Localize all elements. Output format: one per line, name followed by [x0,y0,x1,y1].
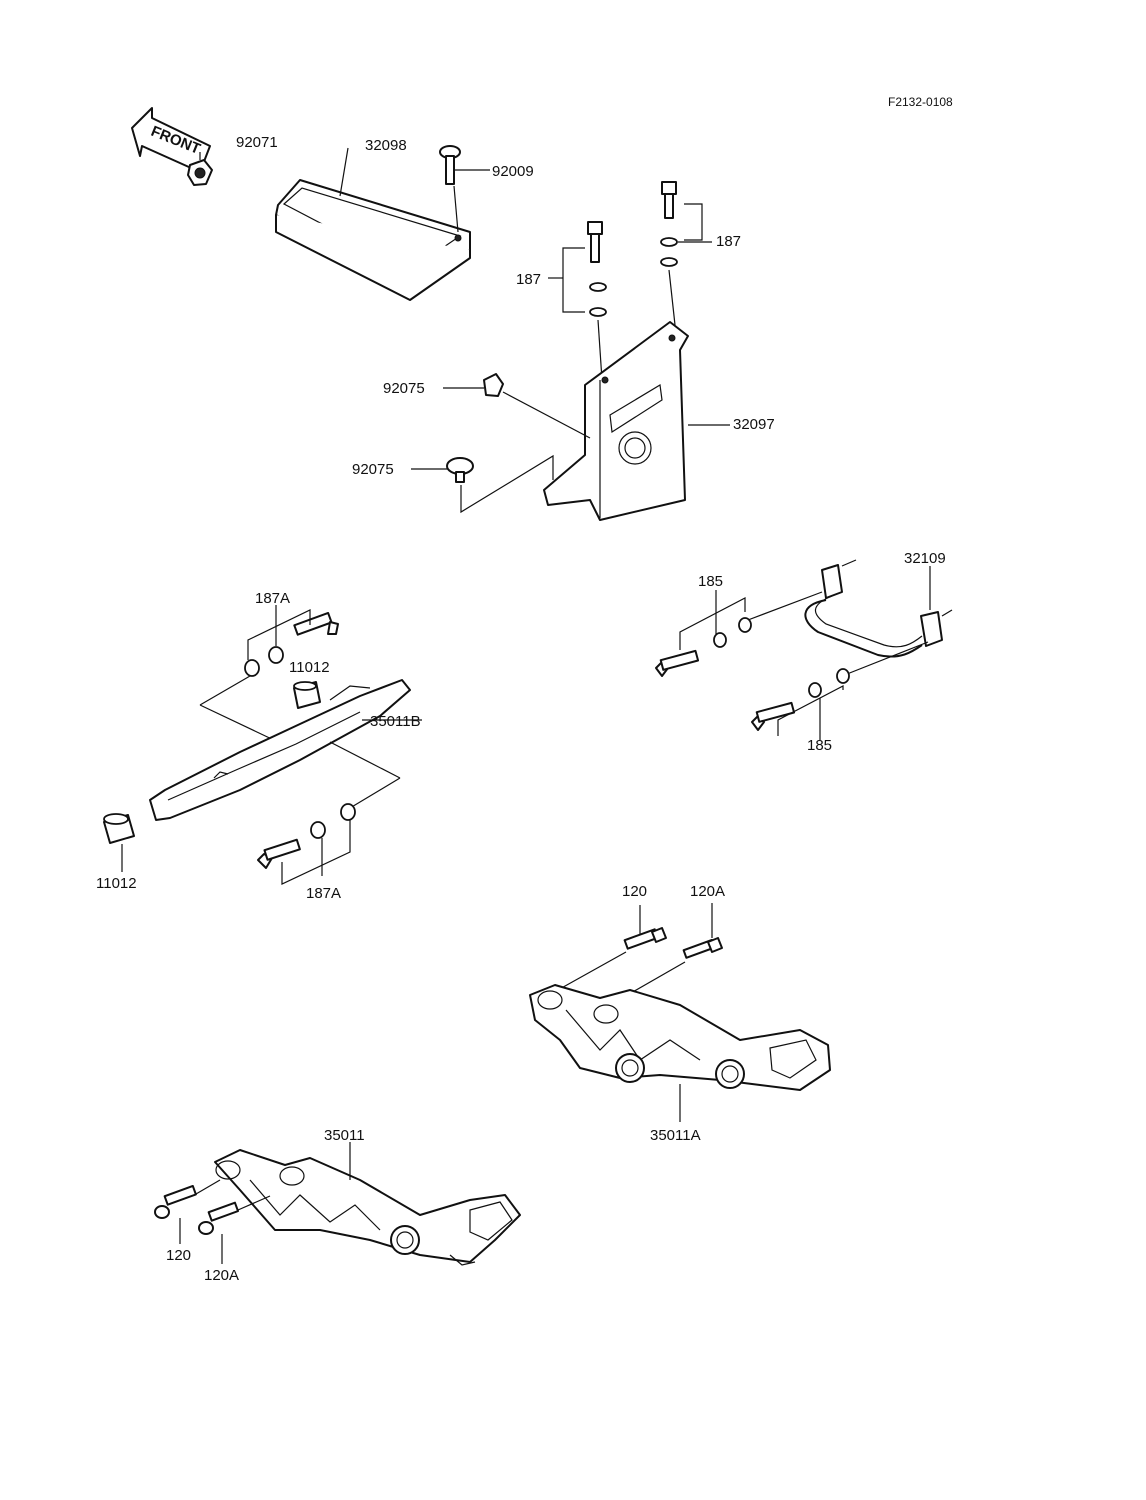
label-187-right: 187 [716,233,741,250]
part-92075-plug-lower [411,454,554,514]
label-185-top: 185 [698,573,723,590]
label-92075-upper: 92075 [383,380,425,397]
label-32097: 32097 [733,416,775,433]
part-32097-bracket [543,321,730,521]
part-120-bolt-top [539,905,667,1001]
label-187A-bottom: 187A [306,885,341,902]
label-32109: 32109 [904,550,946,567]
part-35011B-bracket [149,679,422,821]
part-35011A-bracket [529,984,831,1122]
part-11012-collar-top [293,681,321,709]
part-185-bolt-bottom [751,668,850,740]
label-35011A: 35011A [650,1127,701,1144]
label-120A-bottom: 120A [204,1267,239,1284]
label-185-bottom: 185 [807,737,832,754]
label-120A-top: 120A [690,883,725,900]
part-120A-bolt-bottom [198,1195,271,1264]
part-120A-bolt-top [609,903,723,1006]
diagram-code: F2132-0108 [888,95,953,109]
label-32098: 32098 [365,137,407,154]
label-187A-top: 187A [255,590,290,607]
part-187-bolt-right [660,181,712,326]
part-92075-grommet-upper [443,373,591,439]
part-120-bolt-bottom [154,1179,221,1244]
part-35011-bracket [214,1142,521,1266]
part-92009-bolt [439,145,490,233]
label-92071: 92071 [236,134,278,151]
part-92071-nut [187,152,213,186]
label-92009: 92009 [492,163,534,180]
part-11012-collar-bottom [103,813,135,872]
part-185-bolt-top [655,590,752,677]
label-35011B: 35011B [370,713,421,730]
label-92075-lower: 92075 [352,461,394,478]
label-120-bottom: 120 [166,1247,191,1264]
label-120-top: 120 [622,883,647,900]
label-11012-bottom: 11012 [96,875,137,892]
part-187A-bolt-top [199,605,339,743]
part-32109-rail [747,559,953,677]
part-187A-bolt-bottom [257,803,356,885]
label-11012-top: 11012 [289,659,330,676]
label-187-left: 187 [516,271,541,288]
label-35011: 35011 [324,1127,365,1144]
part-32098-tray [275,147,471,301]
part-187-bolt-left [548,221,607,381]
